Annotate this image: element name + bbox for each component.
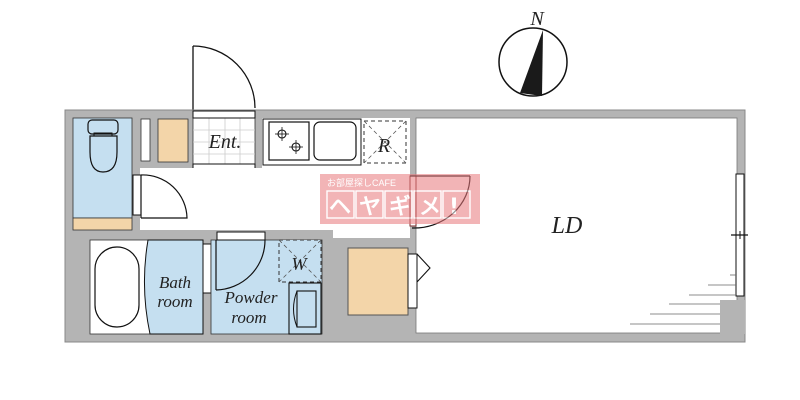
powder-room-label-1: Powder — [224, 288, 278, 307]
toilet-room — [72, 117, 133, 231]
balcony-window[interactable] — [731, 173, 748, 297]
refrigerator-label: R — [377, 135, 390, 157]
bathroom-label-2: room — [157, 292, 192, 311]
stairs-lines — [630, 274, 736, 325]
toilet-icon — [87, 119, 119, 173]
bathroom: Bath room — [89, 239, 204, 335]
powder-room-label-2: room — [231, 308, 266, 327]
bathtub-icon — [94, 246, 140, 328]
shelf — [140, 118, 151, 162]
refrigerator-space: R — [363, 120, 407, 164]
washer-space: W — [278, 239, 322, 283]
powder-room: W Powder room — [210, 231, 323, 335]
washbasin-icon — [288, 282, 322, 335]
compass-north-label: N — [529, 8, 545, 30]
powder-room-door[interactable] — [215, 231, 266, 291]
toilet-door[interactable] — [132, 174, 188, 219]
stove-icon — [268, 121, 310, 161]
entrance-door[interactable] — [192, 45, 256, 111]
watermark-small-text: お部屋探しCAFE — [327, 177, 396, 188]
compass-icon: N — [498, 8, 568, 97]
closet-door[interactable] — [416, 253, 431, 283]
sink-icon — [313, 121, 357, 161]
bathroom-door[interactable] — [202, 243, 212, 294]
entrance-area: Ent. — [192, 110, 256, 170]
washer-label: W — [292, 254, 309, 274]
entrance-label: Ent. — [208, 131, 242, 153]
living-dining-label: LD — [551, 213, 583, 239]
living-dining-room: LD — [415, 117, 748, 334]
shoe-storage — [157, 118, 189, 163]
bathroom-label-1: Bath — [159, 273, 191, 292]
kitchen-counter — [262, 118, 362, 166]
watermark-brand-text: ヘヤギメ! — [329, 195, 467, 220]
watermark-logo: お部屋探しCAFE ヘヤギメ! — [320, 174, 480, 224]
closet — [347, 247, 431, 316]
